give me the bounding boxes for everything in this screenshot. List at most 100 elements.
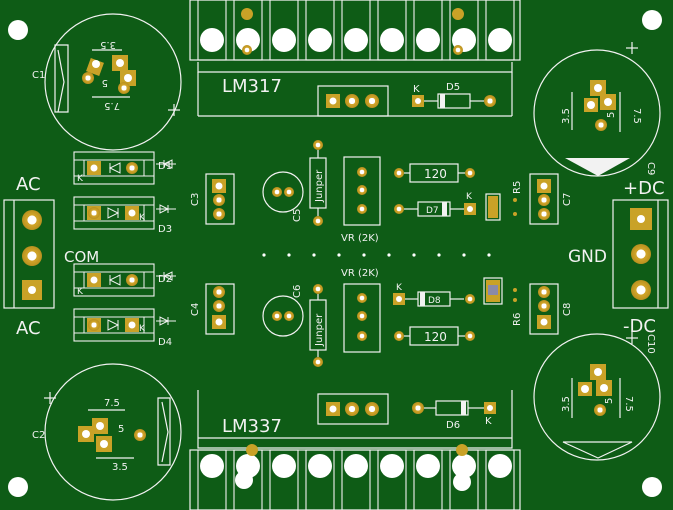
c2-pitch-b: 3.5 bbox=[112, 462, 128, 473]
ref-c8: C8 bbox=[562, 303, 573, 316]
center-vias bbox=[262, 253, 491, 257]
heatsink-fin bbox=[197, 449, 227, 510]
c10-pitch-b: 3.5 bbox=[561, 396, 572, 412]
bridge-diode bbox=[73, 263, 176, 297]
label-com: COM bbox=[64, 248, 99, 266]
ref-r6: R6 bbox=[512, 313, 523, 326]
diode-d7 bbox=[394, 201, 476, 217]
heatsink-hole bbox=[308, 28, 332, 52]
ref-c6: C6 bbox=[292, 285, 303, 298]
d2-k: K bbox=[77, 287, 84, 297]
heatsink-pad bbox=[242, 45, 252, 55]
heatsink-fin bbox=[413, 0, 443, 61]
heatsink-fin bbox=[233, 0, 263, 61]
label-plus-dc: +DC bbox=[623, 178, 665, 199]
capacitor-c7 bbox=[529, 173, 559, 225]
d3-k: K bbox=[139, 213, 146, 223]
heatsink-fin bbox=[413, 449, 443, 510]
ref-c1: C1 bbox=[32, 70, 45, 81]
c2-pin: 5 bbox=[118, 424, 124, 435]
c1-pitch-a: 7.5 bbox=[104, 100, 120, 111]
potentiometer-bottom bbox=[343, 283, 381, 353]
ref-d3: D3 bbox=[158, 224, 172, 235]
capacitor-c10 bbox=[533, 332, 661, 461]
ref-c3: C3 bbox=[190, 193, 201, 206]
diode-d5-k: K bbox=[413, 84, 420, 95]
terminal-dc bbox=[612, 199, 669, 309]
d1-k: K bbox=[77, 174, 84, 184]
regulator-label-top: LM317 bbox=[222, 76, 282, 97]
resistor-r6 bbox=[483, 277, 517, 305]
d7-k: K bbox=[466, 192, 473, 202]
vr-label-bottom: VR (2K) bbox=[341, 268, 379, 279]
vr-label-top: VR (2K) bbox=[341, 233, 379, 244]
capacitor-c5 bbox=[262, 171, 304, 213]
capacitor-c2 bbox=[44, 363, 182, 501]
res-label-top: 120 bbox=[424, 167, 447, 181]
heatsink-hole bbox=[200, 454, 224, 478]
ref-d2: D2 bbox=[158, 274, 172, 285]
regulator-label-bottom: LM337 bbox=[222, 416, 282, 437]
heatsink-fin bbox=[305, 449, 335, 510]
capacitor-c3 bbox=[205, 173, 235, 225]
heatsink-pad bbox=[246, 444, 258, 456]
heatsink-fin bbox=[197, 0, 227, 61]
diode-d6-k: K bbox=[485, 416, 492, 427]
heatsink-fin bbox=[485, 0, 515, 61]
heatsink-hole bbox=[235, 471, 253, 489]
bridge-diode bbox=[73, 308, 176, 342]
ref-c9: C9 bbox=[645, 162, 656, 175]
c10-pin: 5 bbox=[604, 398, 615, 404]
heatsink-hole bbox=[236, 28, 260, 52]
heatsink-fin bbox=[485, 449, 515, 510]
resistor-bottom bbox=[394, 326, 475, 346]
label-gnd: GND bbox=[568, 247, 607, 267]
d4-k: K bbox=[139, 324, 146, 334]
heatsink-fin bbox=[449, 0, 479, 61]
heatsink-fin bbox=[377, 449, 407, 510]
heatsink-hole bbox=[416, 28, 440, 52]
capacitor-c8 bbox=[529, 283, 559, 335]
ref-c10: C10 bbox=[645, 334, 656, 354]
d8-k: K bbox=[396, 283, 403, 293]
ref-c5: C5 bbox=[292, 209, 303, 222]
capacitor-c6 bbox=[262, 295, 304, 337]
heatsink-hole bbox=[308, 454, 332, 478]
heatsink-hole bbox=[272, 28, 296, 52]
ref-d8: D8 bbox=[428, 296, 441, 306]
c9-pin: 5 bbox=[606, 112, 617, 118]
heatsink-fin bbox=[269, 449, 299, 510]
resistor-top bbox=[394, 163, 475, 183]
ref-d6: D6 bbox=[446, 420, 460, 431]
c9-pitch-b: 3.5 bbox=[561, 108, 572, 124]
jumper-bottom bbox=[309, 284, 327, 367]
heatsink-pad bbox=[241, 8, 253, 20]
jumper-label-bottom: Junper bbox=[314, 313, 325, 347]
heatsink-hole bbox=[344, 454, 368, 478]
heatsink-hole bbox=[416, 454, 440, 478]
heatsink-fin bbox=[377, 0, 407, 61]
ref-d1: D1 bbox=[158, 161, 172, 172]
capacitor-c9 bbox=[533, 42, 661, 177]
heatsink-fin bbox=[305, 0, 335, 61]
bridge-diodes bbox=[73, 151, 176, 342]
jumper-top bbox=[309, 140, 327, 226]
c2-pitch-a: 7.5 bbox=[104, 398, 120, 409]
label-ac-top: AC bbox=[16, 174, 41, 195]
capacitor-c1 bbox=[44, 13, 182, 151]
capacitor-c4 bbox=[205, 283, 235, 335]
ref-c4: C4 bbox=[190, 303, 201, 316]
res-label-bottom: 120 bbox=[424, 330, 447, 344]
heatsink-hole bbox=[200, 28, 224, 52]
mounting-holes bbox=[8, 10, 662, 497]
heatsink-hole bbox=[453, 473, 471, 491]
heatsink-pad bbox=[452, 8, 464, 20]
terminal-ac bbox=[3, 199, 55, 309]
heatsink-fin bbox=[269, 0, 299, 61]
label-minus-dc: -DC bbox=[623, 316, 656, 337]
ref-d7: D7 bbox=[426, 206, 439, 216]
heatsink-hole bbox=[452, 454, 476, 478]
ref-c2: C2 bbox=[32, 430, 45, 441]
